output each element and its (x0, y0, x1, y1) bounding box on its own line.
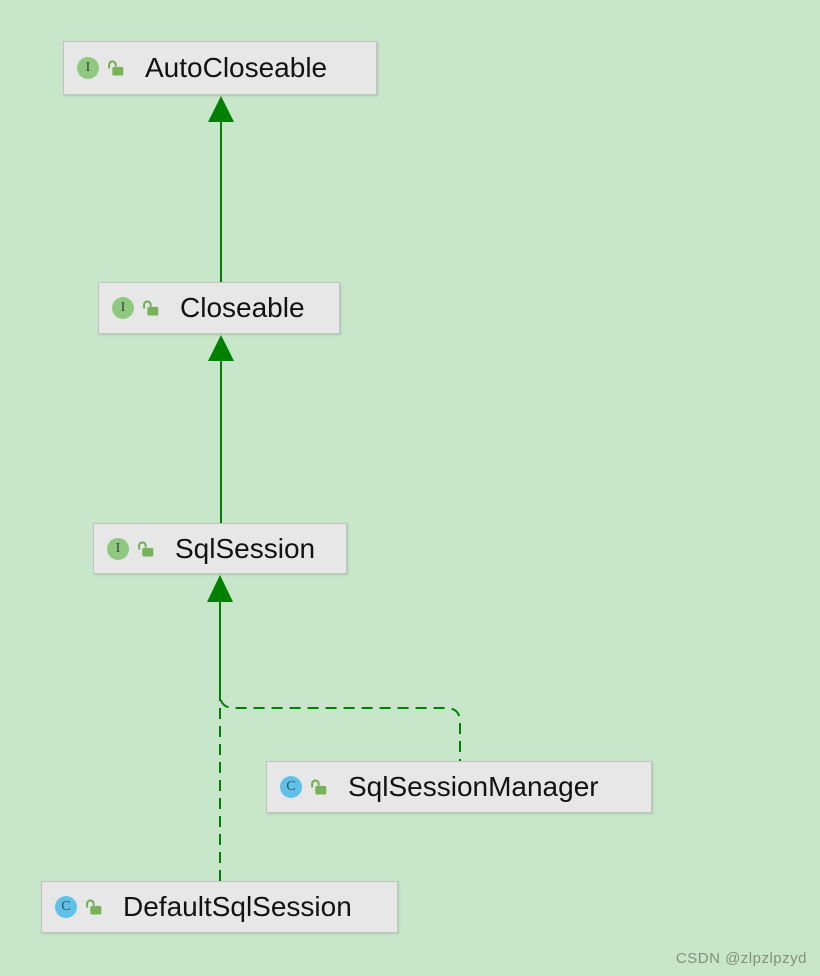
class-icon: C (55, 896, 77, 918)
node-label: Closeable (180, 292, 305, 323)
node-label: SqlSessionManager (348, 771, 599, 802)
arrowhead-icon (207, 575, 233, 602)
node-sqlsessionmanager[interactable]: C SqlSessionManager (266, 761, 652, 813)
unlocked-lock-icon (137, 540, 155, 558)
interface-icon: I (107, 537, 129, 560)
edge-sqlsession-extends-closeable (208, 335, 234, 523)
node-defaultsqlsession[interactable]: C DefaultSqlSession (41, 881, 398, 933)
node-label: AutoCloseable (145, 52, 328, 83)
arrowhead-icon (208, 335, 234, 361)
edge-line-dashed (219, 602, 461, 761)
node-closeable[interactable]: I Closeable (98, 282, 340, 334)
node-label: SqlSession (175, 532, 316, 564)
unlocked-lock-icon (107, 59, 125, 77)
node-label: DefaultSqlSession (123, 891, 352, 922)
edge-sqlsessionmanager-implements-sqlsession (219, 602, 461, 761)
unlocked-lock-icon (142, 299, 160, 317)
node-autocloseable[interactable]: I AutoCloseable (63, 41, 377, 95)
unlocked-lock-icon (85, 898, 103, 916)
edge-closeable-extends-autocloseable (208, 96, 234, 283)
interface-icon: I (77, 57, 99, 79)
class-icon: C (280, 776, 302, 798)
node-sqlsession[interactable]: I SqlSession (93, 523, 347, 574)
interface-icon: I (112, 297, 134, 319)
csdn-watermark: CSDN @zlpzlpzyd (675, 950, 807, 967)
arrowhead-icon (208, 96, 234, 122)
unlocked-lock-icon (310, 778, 328, 796)
